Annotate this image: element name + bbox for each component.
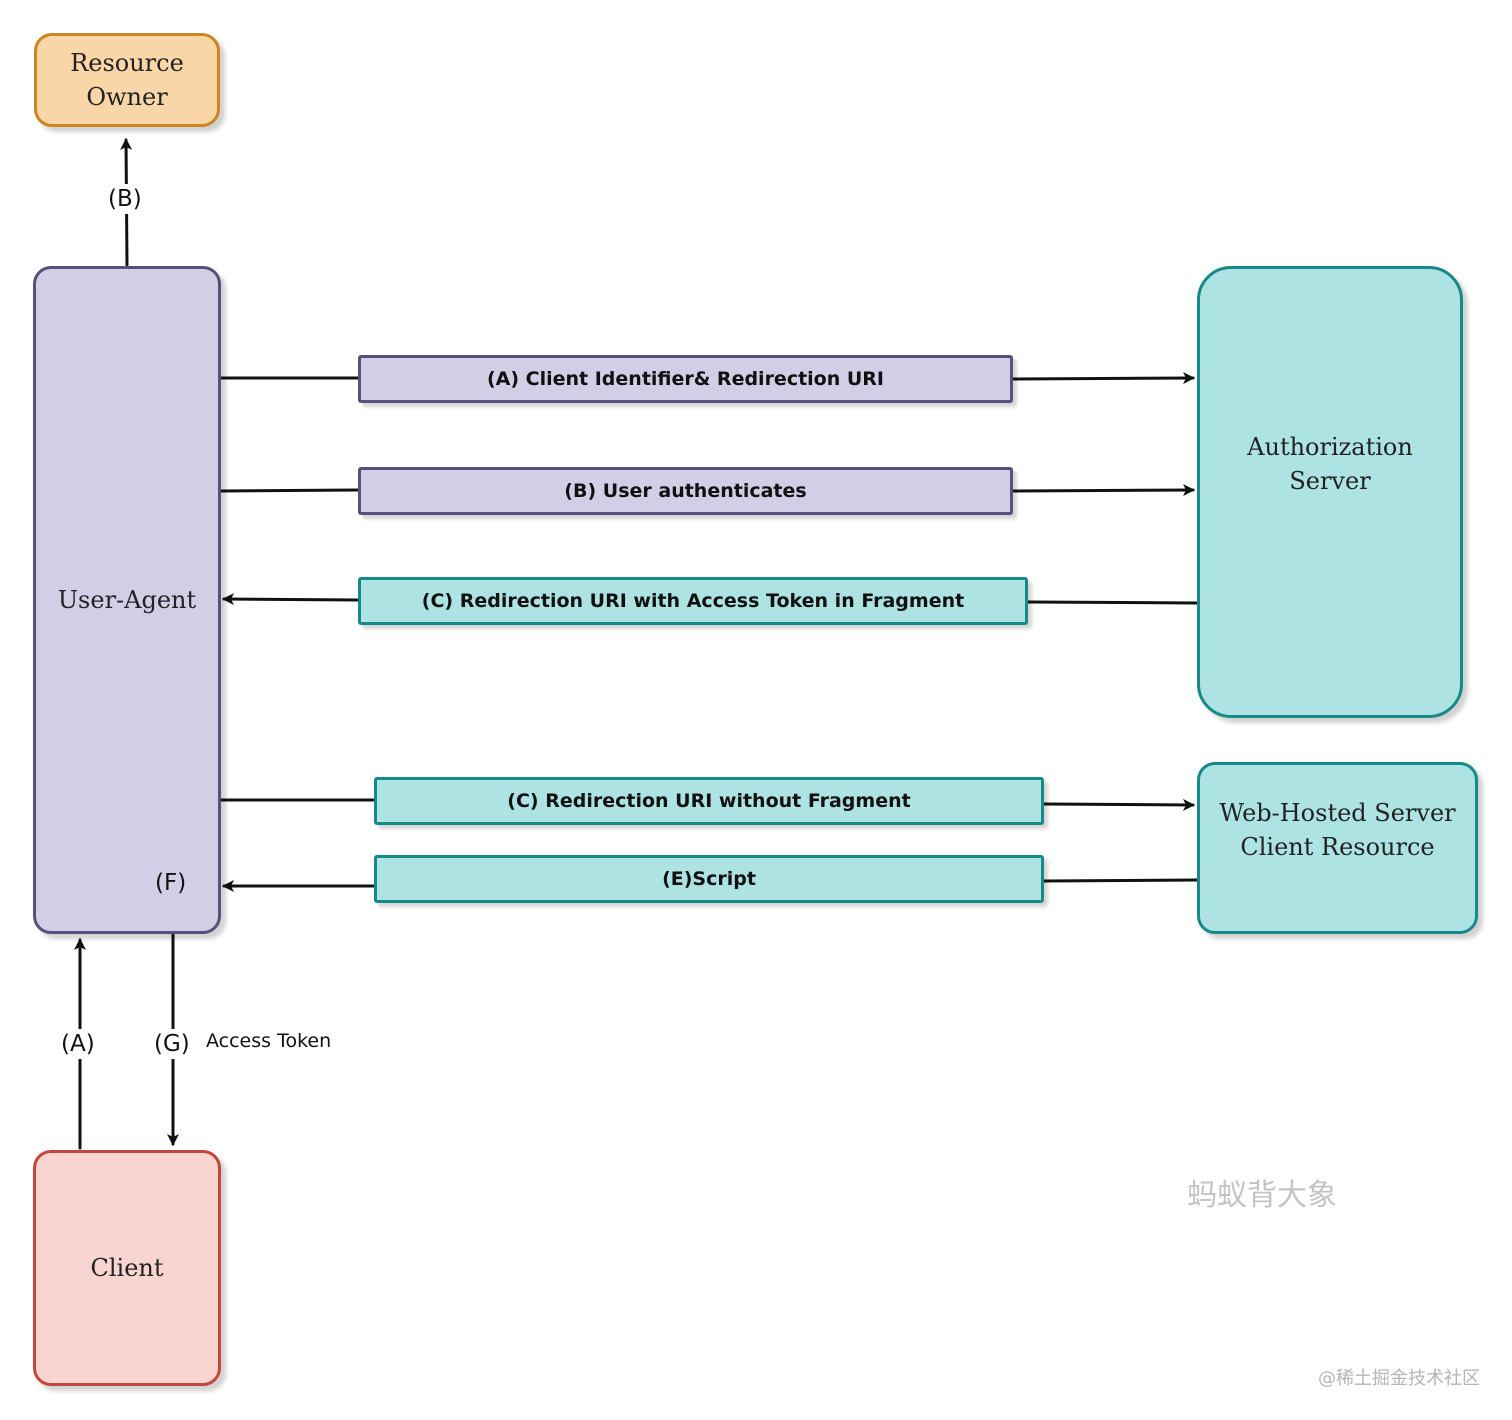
arrow-c-token-line-left [222,593,360,606]
arrow-b-line-right [1011,484,1195,497]
site-watermark: @稀土掘金技术社区 [1318,1368,1480,1389]
client-box: Client [33,1150,221,1386]
arrow-c-token-line-right [1026,600,1199,605]
message-e-script: (E)Script [374,855,1044,903]
user-agent-box: User-Agent [33,266,221,934]
step-g-label: (G) [151,1029,193,1059]
arrow-e-line-right [1042,878,1199,883]
arrow-a-line-right [1011,372,1195,385]
arrow-c-nofrag-line-right [1042,798,1195,811]
access-token-note: Access Token [206,1030,332,1052]
message-b-user-authenticates: (B) User authenticates [358,467,1013,515]
message-c-redirect-with-token: (C) Redirection URI with Access Token in… [358,577,1028,625]
resource-owner-box: Resource Owner [34,33,220,127]
web-hosted-client-resource-box: Web-Hosted Server Client Resource [1197,762,1478,934]
message-c-redirect-without-fragment: (C) Redirection URI without Fragment [374,777,1044,825]
step-a-label: (A) [58,1029,98,1059]
authorization-server-box: Authorization Server [1197,266,1463,718]
step-b-label: (B) [105,184,145,214]
arrow-b-line-left [218,488,360,493]
author-watermark: 蚂蚁背大象 [1187,1178,1337,1213]
step-f-label: (F) [155,870,187,896]
message-a-client-identifier: (A) Client Identifier& Redirection URI [358,355,1013,403]
